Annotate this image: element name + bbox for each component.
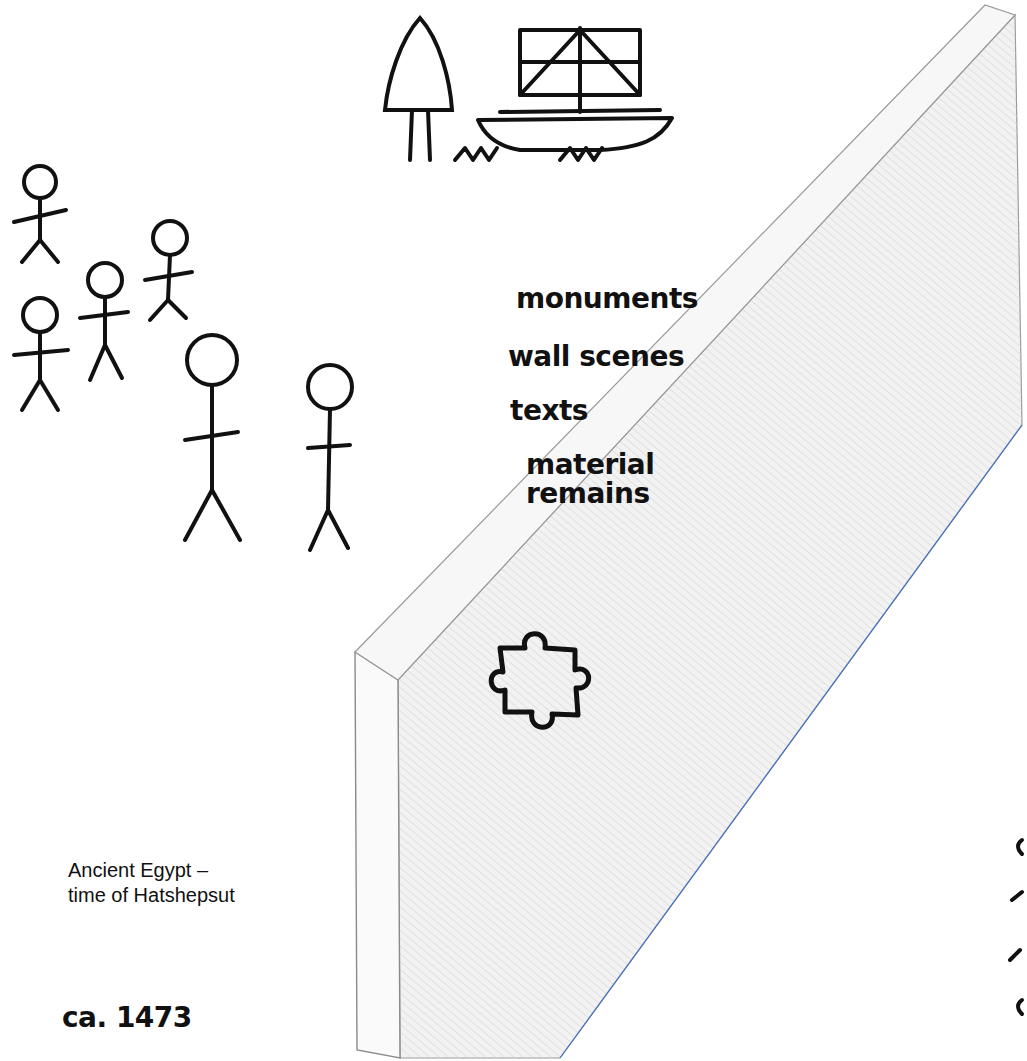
tree <box>385 18 452 160</box>
date-label: ca. 1473 <box>62 1003 282 1032</box>
boat <box>455 28 672 160</box>
wall-note: monuments <box>516 284 736 313</box>
stick-figures <box>14 166 352 550</box>
puzzle-piece <box>491 634 588 728</box>
cropped-marks <box>1010 840 1022 1014</box>
period-note: Ancient Egypt – time of Hatshepsut <box>68 858 238 908</box>
wall-note: material remains <box>526 450 676 509</box>
wall-slab <box>355 5 1022 1058</box>
wall-note: wall scenes <box>508 342 728 371</box>
wall-note: texts <box>510 396 730 425</box>
